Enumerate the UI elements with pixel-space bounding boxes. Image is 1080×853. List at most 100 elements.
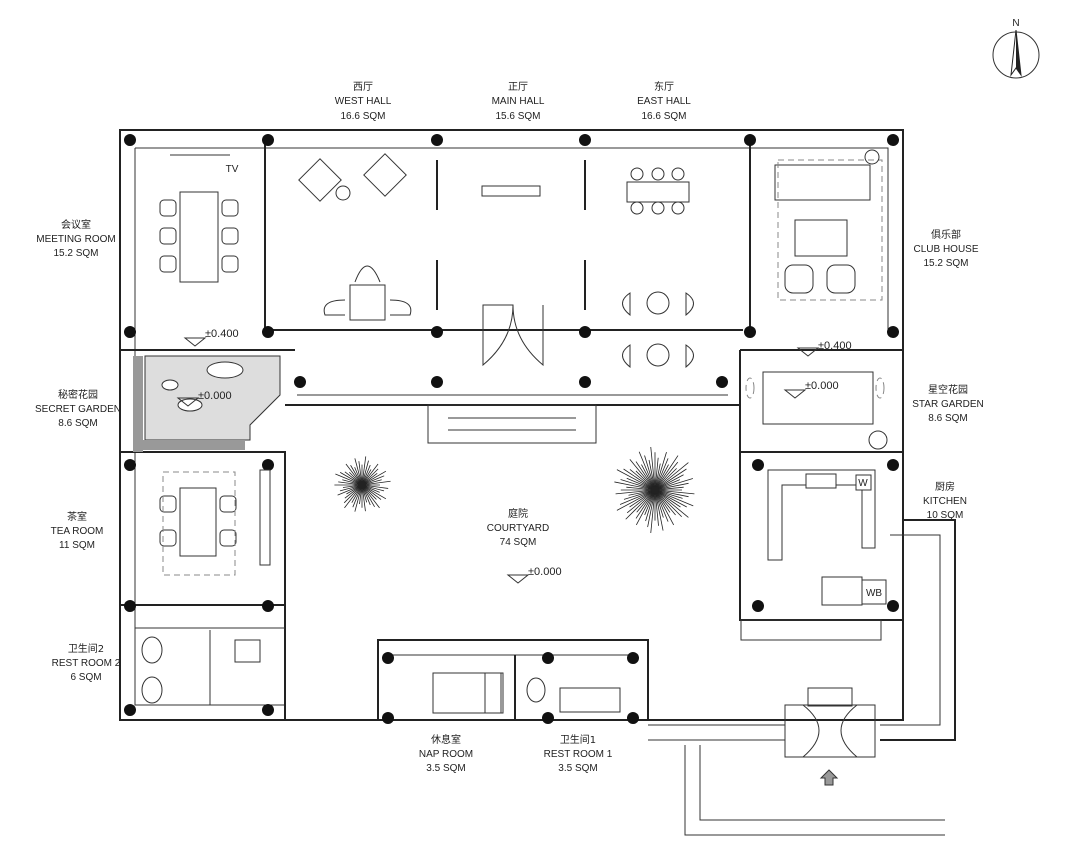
column (262, 459, 274, 471)
column (887, 326, 899, 338)
kitchen-counters: W WB (767, 469, 887, 606)
column (124, 326, 136, 338)
column (262, 134, 274, 146)
columns (124, 134, 899, 724)
room-label-secret-garden: 秘密花园 SECRET GARDEN 8.6 SQM (35, 388, 121, 429)
level-star-garden: ±0.000 (805, 380, 839, 392)
svg-text:休息室: 休息室 (431, 733, 461, 746)
svg-text:10 SQM: 10 SQM (927, 510, 964, 521)
level-secret-garden: ±0.000 (198, 390, 232, 402)
room-label-main-hall: 正厅 MAIN HALL 15.6 SQM (492, 82, 545, 122)
svg-text:15.2 SQM: 15.2 SQM (53, 248, 98, 259)
svg-text:74 SQM: 74 SQM (500, 537, 537, 548)
column (382, 652, 394, 664)
column (627, 712, 639, 724)
room-label-rest-room-1: 卫生间1 REST ROOM 1 3.5 SQM (544, 733, 613, 774)
level-courtyard: ±0.000 (528, 566, 562, 578)
svg-text:15.2 SQM: 15.2 SQM (923, 258, 968, 269)
svg-text:MAIN HALL: MAIN HALL (492, 96, 545, 107)
svg-text:16.6 SQM: 16.6 SQM (641, 111, 686, 122)
svg-text:6 SQM: 6 SQM (70, 672, 101, 683)
svg-text:3.5 SQM: 3.5 SQM (558, 763, 597, 774)
courtyard-tree-left (334, 456, 391, 512)
rest-room-2-fixtures (141, 636, 261, 704)
svg-text:正厅: 正厅 (508, 82, 528, 93)
column (627, 652, 639, 664)
room-label-tea-room: 茶室 TEA ROOM 11 SQM (51, 510, 104, 551)
room-label-meeting-room: 会议室 MEETING ROOM 15.2 SQM (36, 218, 115, 259)
room-label-courtyard: 庭院 COURTYARD 74 SQM (487, 507, 549, 548)
column (294, 376, 306, 388)
svg-text:MEETING ROOM: MEETING ROOM (36, 234, 115, 245)
column (744, 134, 756, 146)
svg-text:SECRET GARDEN: SECRET GARDEN (35, 404, 121, 415)
column (124, 704, 136, 716)
courtyard-tree-right (614, 446, 695, 534)
column (887, 600, 899, 612)
svg-text:西厅: 西厅 (353, 82, 373, 93)
west-hall-furniture (298, 153, 438, 321)
room-label-nap-room: 休息室 NAP ROOM 3.5 SQM (419, 733, 473, 774)
level-meeting: ±0.400 (205, 328, 239, 340)
svg-text:8.6 SQM: 8.6 SQM (58, 418, 97, 429)
wb-label: WB (866, 588, 882, 599)
entry-gate (784, 687, 876, 786)
column (887, 459, 899, 471)
svg-text:REST ROOM 1: REST ROOM 1 (544, 749, 613, 760)
svg-text:NAP ROOM: NAP ROOM (419, 749, 473, 760)
column (262, 704, 274, 716)
courtyard-steps (427, 404, 597, 444)
club-house-furniture (774, 149, 883, 301)
svg-text:CLUB HOUSE: CLUB HOUSE (913, 244, 978, 255)
tv-label: TV (226, 164, 239, 175)
secret-garden-gravel (133, 355, 281, 452)
column (262, 326, 274, 338)
column (752, 600, 764, 612)
svg-text:3.5 SQM: 3.5 SQM (426, 763, 465, 774)
nap-room-fixtures (432, 672, 504, 714)
svg-text:东厅: 东厅 (654, 80, 674, 93)
column (431, 326, 443, 338)
svg-text:16.6 SQM: 16.6 SQM (340, 111, 385, 122)
column (431, 134, 443, 146)
svg-text:WEST HALL: WEST HALL (335, 96, 392, 107)
svg-text:卫生间2: 卫生间2 (68, 642, 104, 655)
column (579, 376, 591, 388)
column (716, 376, 728, 388)
column (752, 459, 764, 471)
level-marks: ±0.400 ±0.400 ±0.000 ±0.000 ±0.000 (176, 328, 852, 584)
north-label: N (1012, 18, 1019, 29)
column (124, 600, 136, 612)
column (382, 712, 394, 724)
svg-text:茶室: 茶室 (67, 510, 87, 523)
column (579, 326, 591, 338)
svg-text:庭院: 庭院 (508, 507, 528, 520)
svg-text:KITCHEN: KITCHEN (923, 496, 967, 507)
east-hall-furniture (622, 167, 694, 369)
room-label-rest-room-2: 卫生间2 REST ROOM 2 6 SQM (52, 642, 121, 683)
column (579, 134, 591, 146)
w-label: W (858, 478, 868, 489)
room-label-west-hall: 西厅 WEST HALL 16.6 SQM (335, 82, 392, 122)
svg-text:秘密花园: 秘密花园 (58, 388, 98, 401)
svg-text:TEA ROOM: TEA ROOM (51, 526, 104, 537)
svg-text:15.6 SQM: 15.6 SQM (495, 111, 540, 122)
rest-room-1-fixtures (526, 677, 621, 713)
tea-table (159, 469, 271, 576)
svg-text:俱乐部: 俱乐部 (931, 228, 961, 241)
svg-text:卫生间1: 卫生间1 (560, 733, 596, 746)
svg-text:EAST HALL: EAST HALL (637, 96, 691, 107)
room-label-kitchen: 厨房 KITCHEN 10 SQM (923, 480, 967, 521)
column (431, 376, 443, 388)
svg-text:星空花园: 星空花园 (928, 383, 968, 396)
north-arrow: N (992, 18, 1040, 79)
column (744, 326, 756, 338)
svg-text:8.6 SQM: 8.6 SQM (928, 413, 967, 424)
room-label-club-house: 俱乐部 CLUB HOUSE 15.2 SQM (913, 228, 978, 269)
svg-text:STAR GARDEN: STAR GARDEN (912, 399, 984, 410)
svg-text:REST ROOM 2: REST ROOM 2 (52, 658, 121, 669)
room-label-star-garden: 星空花园 STAR GARDEN 8.6 SQM (912, 383, 984, 424)
svg-text:厨房: 厨房 (935, 480, 955, 493)
level-club: ±0.400 (818, 340, 852, 352)
